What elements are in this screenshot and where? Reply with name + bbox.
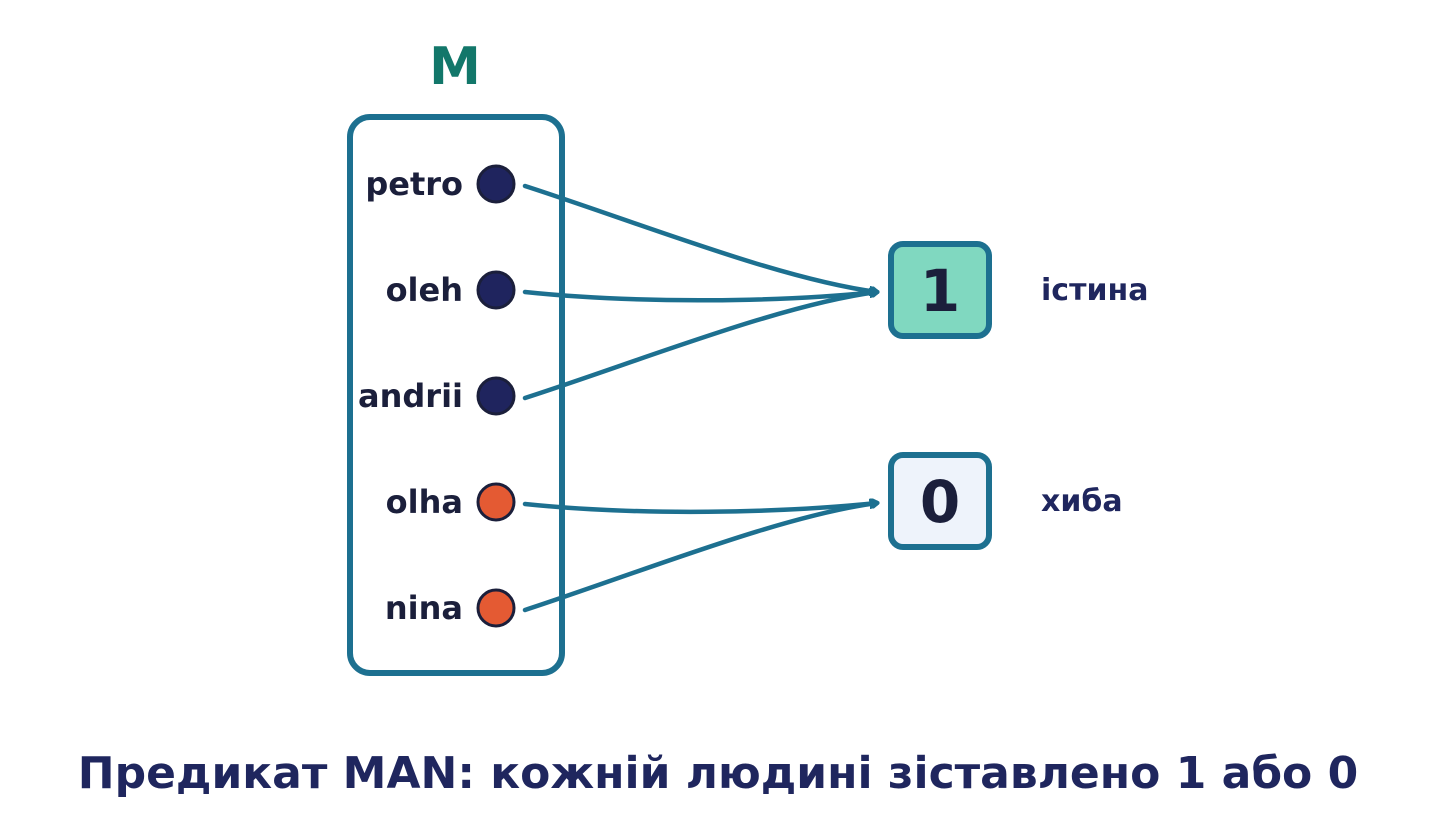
element-dot <box>476 270 516 310</box>
truth-values: 1 істина 0 хиба <box>888 241 1148 550</box>
element-label: nina <box>385 589 463 627</box>
set-title: M <box>429 37 481 97</box>
element-label: andrii <box>358 377 463 415</box>
set-elements: petro oleh andrii olha nina <box>358 164 516 628</box>
set-frame <box>347 114 565 676</box>
element-dot <box>476 482 516 522</box>
value-text: 0 <box>920 468 960 536</box>
value-box-1: 1 істина <box>888 241 1148 339</box>
set-element-olha: olha <box>386 482 516 522</box>
element-dot <box>476 376 516 416</box>
diagram-caption: Предикат MAN: кожній людині зіставлено 1… <box>78 748 1358 799</box>
element-label: olha <box>386 483 463 521</box>
element-label: oleh <box>386 271 463 309</box>
set-element-andrii: andrii <box>358 376 516 416</box>
arrow-oleh-to-1 <box>522 292 877 303</box>
value-box-0: 0 хиба <box>888 452 1123 550</box>
element-dot <box>476 588 516 628</box>
value-label: хиба <box>1041 484 1123 519</box>
set-element-petro: petro <box>365 164 516 204</box>
value-label: істина <box>1041 273 1148 308</box>
element-label: petro <box>365 165 463 203</box>
value-text: 1 <box>920 257 960 325</box>
mapping-arrows <box>522 183 877 613</box>
value-box-frame <box>888 452 992 550</box>
element-dot <box>476 164 516 204</box>
set-element-oleh: oleh <box>386 270 516 310</box>
arrow-petro-to-1 <box>522 183 877 292</box>
arrow-andrii-to-1 <box>522 292 877 401</box>
arrow-nina-to-0 <box>522 503 877 613</box>
arrow-olha-to-0 <box>522 503 877 515</box>
set-element-nina: nina <box>385 588 516 628</box>
value-box-frame <box>888 241 992 339</box>
